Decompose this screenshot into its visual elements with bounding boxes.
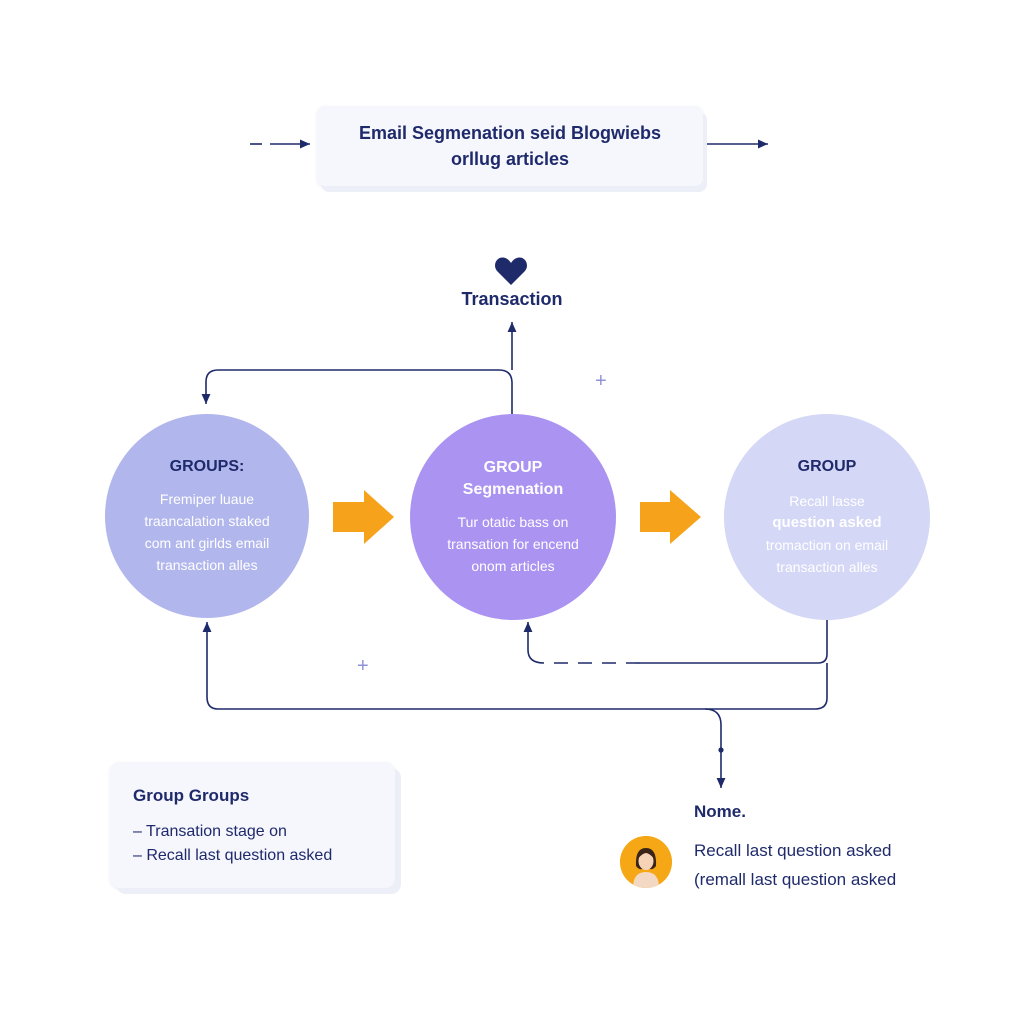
group-segmentation-circle: GROUP Segmenation Tur otatic bass on tra… xyxy=(410,414,616,620)
transaction-label: Transaction xyxy=(461,289,563,309)
circle-line: transaction alles xyxy=(776,559,878,575)
user-avatar-icon xyxy=(620,836,672,888)
output-line: (remall last question asked xyxy=(694,870,897,889)
bottom-loop xyxy=(202,622,828,710)
circle-line: tromaction on email xyxy=(765,537,889,553)
plus-icon: + xyxy=(595,370,607,392)
heart-icon xyxy=(495,257,527,285)
circle-title: GROUPS: xyxy=(169,458,245,475)
groups-circle: GROUPS: Fremiper luaue traancalation sta… xyxy=(105,414,309,618)
circle-line: com ant girlds email xyxy=(144,535,270,551)
title-card: Email Segmenation seid Blogwiebs orllug … xyxy=(317,106,703,186)
flow-arrow-2 xyxy=(640,490,701,544)
circle-title: GROUP xyxy=(483,459,543,476)
circle-line: question asked xyxy=(772,514,882,531)
flow-arrow-1 xyxy=(333,490,394,544)
legend-item: – Recall last question asked xyxy=(133,847,333,864)
circle-line: onom articles xyxy=(471,558,555,574)
group-recall-circle: GROUP Recall lasse question asked tromac… xyxy=(724,414,930,620)
title-line-2: orllug articles xyxy=(450,149,570,169)
circle-line: Recall lasse xyxy=(789,493,865,509)
output-line: Recall last question asked xyxy=(694,841,892,860)
circle-line: traancalation staked xyxy=(144,513,270,529)
legend-card: Group Groups – Transation stage on – Rec… xyxy=(110,762,395,888)
output-title: Nome. xyxy=(694,802,746,821)
circle3-to-circle2-solid xyxy=(640,620,828,664)
circle-line: Fremiper luaue xyxy=(159,491,255,507)
circle-line: transaction alles xyxy=(156,557,258,573)
split-down-arrow xyxy=(704,708,726,788)
circle-title: GROUP xyxy=(797,458,857,475)
split-dot xyxy=(718,747,724,753)
title-line-1: Email Segmenation seid Blogwiebs xyxy=(358,123,662,143)
circle-line: transation for encend xyxy=(447,536,579,552)
circle-title: Segmenation xyxy=(462,481,564,498)
legend-title: Group Groups xyxy=(133,786,250,805)
circle2-to-transaction xyxy=(201,369,513,414)
legend-item: – Transation stage on xyxy=(133,823,287,840)
circle3-to-circle2-arrow xyxy=(523,622,545,664)
circle-line: Tur otatic bass on xyxy=(457,514,569,530)
plus-icon: + xyxy=(357,655,369,677)
